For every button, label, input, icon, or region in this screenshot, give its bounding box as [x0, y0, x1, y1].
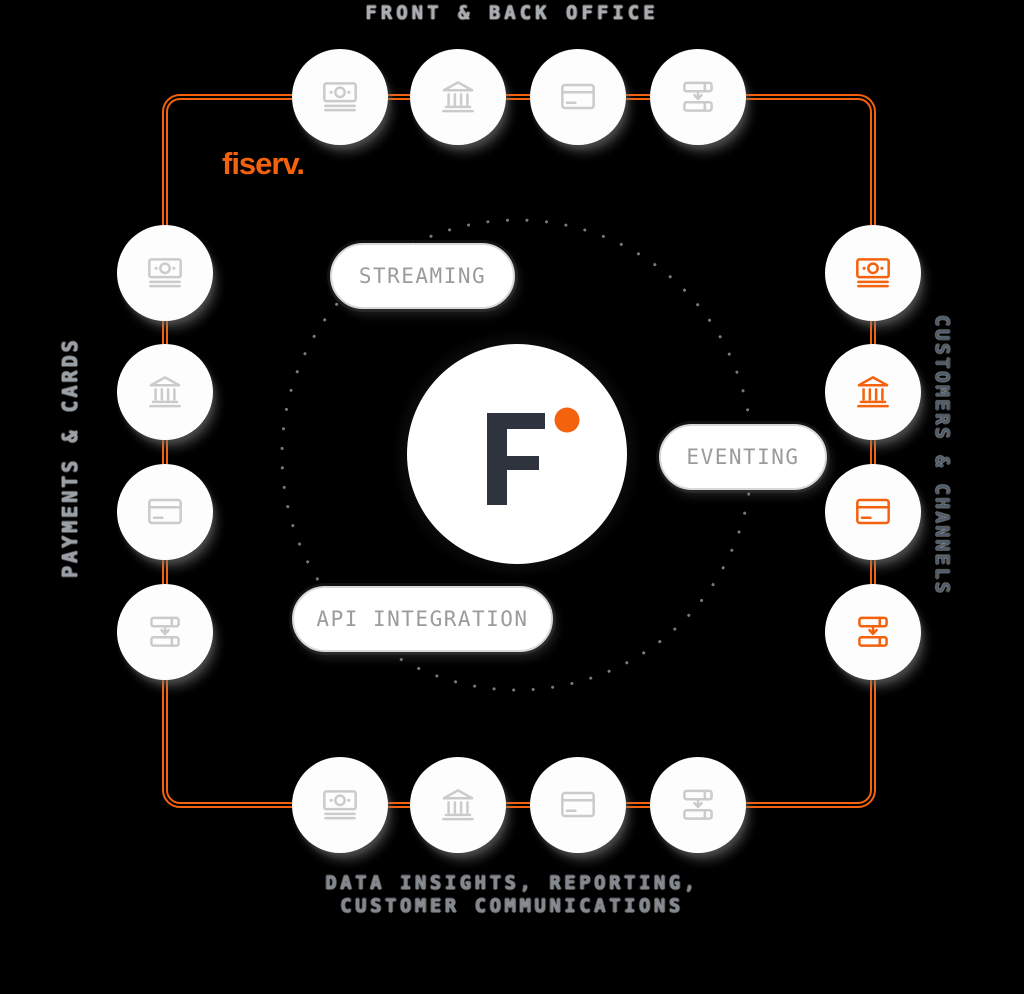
- monogram-orange-dot: [554, 407, 580, 433]
- node-top-money: [292, 49, 388, 145]
- workflow-icon: [858, 616, 888, 647]
- workflow-icon: [150, 616, 180, 647]
- label-customers-channels: CUSTOMERS & CHANNELS: [931, 315, 953, 596]
- node-right-card: [825, 464, 921, 560]
- card-icon: [561, 791, 595, 818]
- node-left-card: [117, 464, 213, 560]
- pill-streaming-label: STREAMING: [358, 264, 487, 288]
- pill-eventing-label: EVENTING: [686, 445, 800, 469]
- node-right-workflow: [825, 584, 921, 680]
- money-icon: [323, 790, 357, 820]
- label-data-insights: DATA INSIGHTS, REPORTING, CUSTOMER COMMU…: [0, 872, 1024, 917]
- node-bottom-money: [292, 757, 388, 853]
- label-data-insights-line2: CUSTOMER COMMUNICATIONS: [340, 894, 684, 917]
- workflow-icon: [683, 81, 713, 112]
- pill-eventing: EVENTING: [659, 424, 827, 490]
- node-bottom-bank: [410, 757, 506, 853]
- connector-frame: [162, 94, 876, 808]
- label-front-back-office: FRONT & BACK OFFICE: [365, 2, 659, 24]
- fiserv-monogram-circle: [407, 344, 627, 564]
- node-left-workflow: [117, 584, 213, 680]
- bank-icon: [442, 81, 474, 113]
- label-payments-cards: PAYMENTS & CARDS: [58, 337, 82, 578]
- fiserv-f-monogram-icon: [487, 407, 580, 505]
- node-left-bank: [117, 344, 213, 440]
- pill-streaming: STREAMING: [330, 243, 515, 309]
- money-icon: [323, 82, 357, 112]
- node-top-card: [530, 49, 626, 145]
- monogram-letter-f: [487, 413, 545, 505]
- node-bottom-card: [530, 757, 626, 853]
- workflow-icon: [683, 789, 713, 820]
- bank-icon: [149, 376, 181, 408]
- pill-api-integration: API INTEGRATION: [292, 586, 553, 652]
- node-top-bank: [410, 49, 506, 145]
- card-icon: [561, 83, 595, 110]
- label-data-insights-line1: DATA INSIGHTS, REPORTING,: [325, 872, 699, 894]
- node-left-money: [117, 225, 213, 321]
- node-bottom-workflow: [650, 757, 746, 853]
- card-icon: [856, 498, 890, 525]
- money-icon: [148, 258, 182, 288]
- node-right-bank: [825, 344, 921, 440]
- money-icon: [856, 258, 890, 288]
- bank-icon: [857, 376, 889, 408]
- bank-icon: [442, 789, 474, 821]
- card-icon: [148, 498, 182, 525]
- node-top-workflow: [650, 49, 746, 145]
- fiserv-wordmark-logo: fiserv.: [222, 146, 305, 181]
- node-right-money: [825, 225, 921, 321]
- pill-api-integration-label: API INTEGRATION: [316, 607, 529, 631]
